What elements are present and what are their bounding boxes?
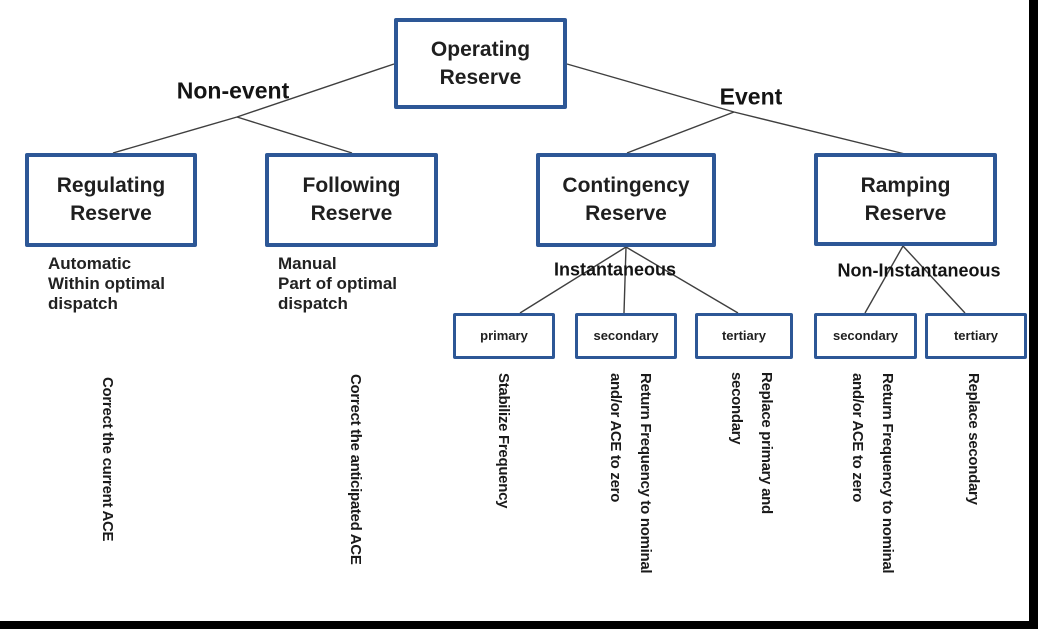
node-label: secondary bbox=[593, 328, 659, 343]
node-label: primary bbox=[480, 328, 528, 343]
connector-line bbox=[902, 245, 966, 314]
node-label: tertiary bbox=[953, 328, 999, 343]
node-contingency-secondary: secondary bbox=[575, 313, 677, 359]
purpose-ramping-secondary: Return Frequency to nominal and/or ACE t… bbox=[849, 373, 896, 574]
purpose-ramping-tertiary: Replace secondary bbox=[965, 373, 982, 505]
connector-line bbox=[625, 246, 739, 314]
connector-line bbox=[733, 111, 906, 155]
frame-bottom-edge bbox=[0, 621, 1038, 629]
purpose-following-reserve: Correct the anticipated ACE bbox=[347, 374, 364, 565]
connector-line bbox=[112, 116, 238, 154]
note-regulating-reserve: Automatic Within optimal dispatch bbox=[48, 254, 165, 313]
node-label: Operating Reserve bbox=[430, 37, 531, 89]
node-ramping-secondary: secondary bbox=[814, 313, 917, 359]
node-ramping-reserve: Ramping Reserve bbox=[814, 153, 997, 246]
frame-right-edge bbox=[1029, 0, 1038, 629]
node-label: tertiary bbox=[721, 328, 767, 343]
node-label: Regulating Reserve bbox=[56, 174, 166, 225]
connector-line bbox=[623, 246, 627, 314]
purpose-contingency-primary: Stabilize Frequency bbox=[495, 373, 512, 509]
connector-line bbox=[236, 63, 395, 118]
node-contingency-tertiary: tertiary bbox=[695, 313, 793, 359]
branch-label-event: Event bbox=[719, 83, 783, 110]
purpose-contingency-secondary: Return Frequency to nominal and/or ACE t… bbox=[607, 373, 654, 574]
connector-line bbox=[566, 63, 735, 113]
node-label: Contingency Reserve bbox=[562, 174, 690, 225]
branch-label-non-event: Non-event bbox=[176, 77, 290, 104]
node-label: Following Reserve bbox=[302, 174, 401, 225]
connector-line bbox=[236, 116, 353, 154]
node-ramping-tertiary: tertiary bbox=[925, 313, 1027, 359]
node-label: Ramping Reserve bbox=[860, 173, 951, 225]
connector-line bbox=[864, 245, 904, 314]
node-regulating-reserve: Regulating Reserve bbox=[25, 153, 197, 247]
node-operating-reserve: Operating Reserve bbox=[394, 18, 567, 109]
timing-label-non-instantaneous: Non-Instantaneous bbox=[837, 260, 1001, 281]
node-contingency-reserve: Contingency Reserve bbox=[536, 153, 716, 247]
purpose-contingency-tertiary: Replace primary and secondary bbox=[728, 372, 775, 514]
node-label: secondary bbox=[832, 328, 899, 343]
connector-line bbox=[519, 246, 627, 314]
purpose-regulating-reserve: Correct the current ACE bbox=[99, 377, 116, 542]
timing-label-instantaneous: Instantaneous bbox=[553, 259, 677, 280]
node-following-reserve: Following Reserve bbox=[265, 153, 438, 247]
note-following-reserve: Manual Part of optimal dispatch bbox=[278, 254, 398, 313]
node-contingency-primary: primary bbox=[453, 313, 555, 359]
connector-line bbox=[626, 111, 735, 154]
